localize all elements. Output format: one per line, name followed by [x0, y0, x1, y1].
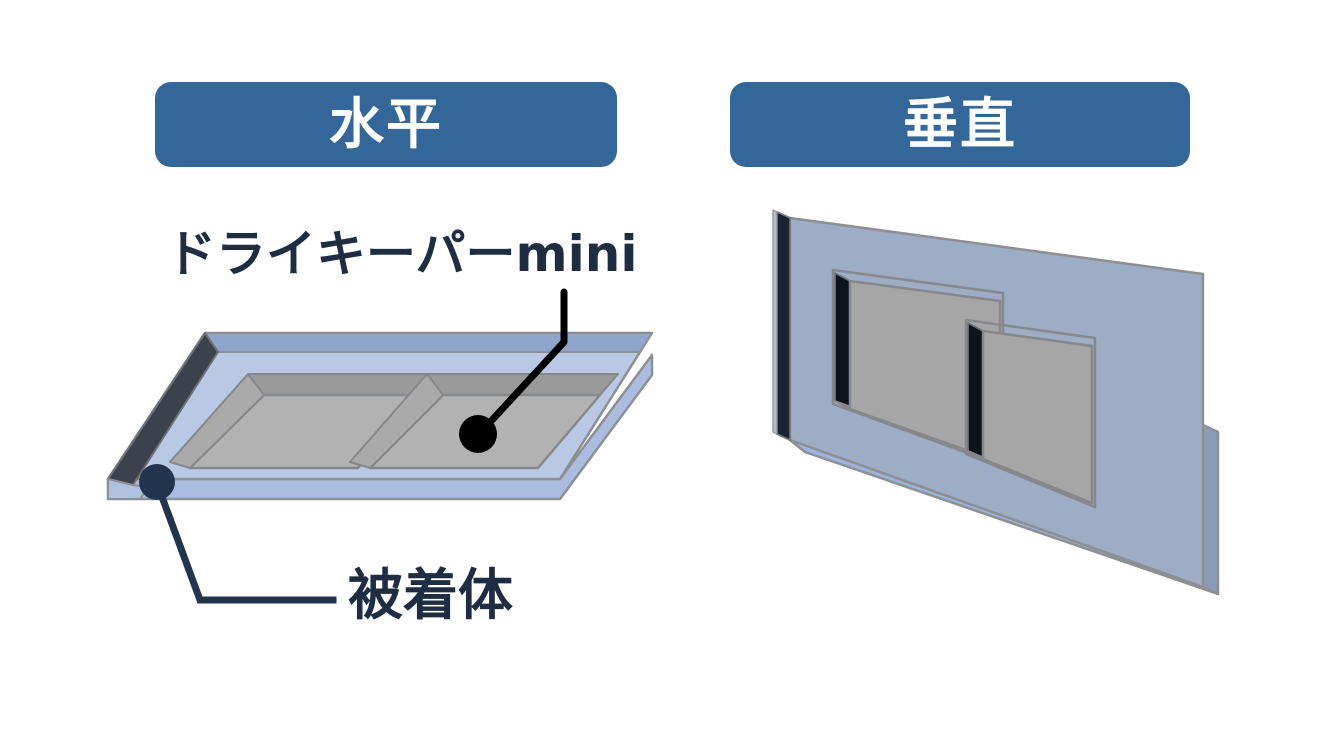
banner-horizontal: 水平 [155, 82, 617, 167]
vertical-panel-right-face [981, 329, 1094, 505]
callout-adherend-leader [139, 464, 337, 604]
drykeeper-leader-dot [459, 415, 497, 453]
banner-horizontal-label: 水平 [328, 92, 443, 156]
banner-vertical-label: 垂直 [902, 92, 1017, 156]
adherend-leader-line [153, 481, 337, 604]
vertical-plate-left-rim-light [772, 209, 778, 435]
vertical-panel-right-recess-outline [964, 318, 1097, 509]
horizontal-panel-right-wall [349, 373, 444, 469]
banner-vertical: 垂直 [730, 82, 1190, 167]
callout-label-adherend: 被着体 [348, 563, 514, 627]
vertical-plate-assembly [772, 209, 1220, 596]
horizontal-panel-left-shadow [247, 373, 439, 396]
vertical-plate-left-rim-wall [776, 211, 791, 441]
vertical-plate-right-edge [1201, 423, 1220, 596]
horizontal-plate-assembly [106, 331, 654, 501]
vertical-panel-right-recess-left-wall [967, 322, 984, 460]
horizontal-panel-left-wall [169, 373, 265, 469]
drykeeper-leader-line [477, 288, 568, 436]
callout-label-drykeeper: ドライキーパーmini [166, 225, 638, 283]
adherend-leader-dot [139, 464, 175, 500]
callout-drykeeper-leader [459, 288, 568, 453]
horizontal-plate-back-rim [204, 332, 653, 353]
vertical-panel-left-recess-left-wall [834, 272, 851, 410]
